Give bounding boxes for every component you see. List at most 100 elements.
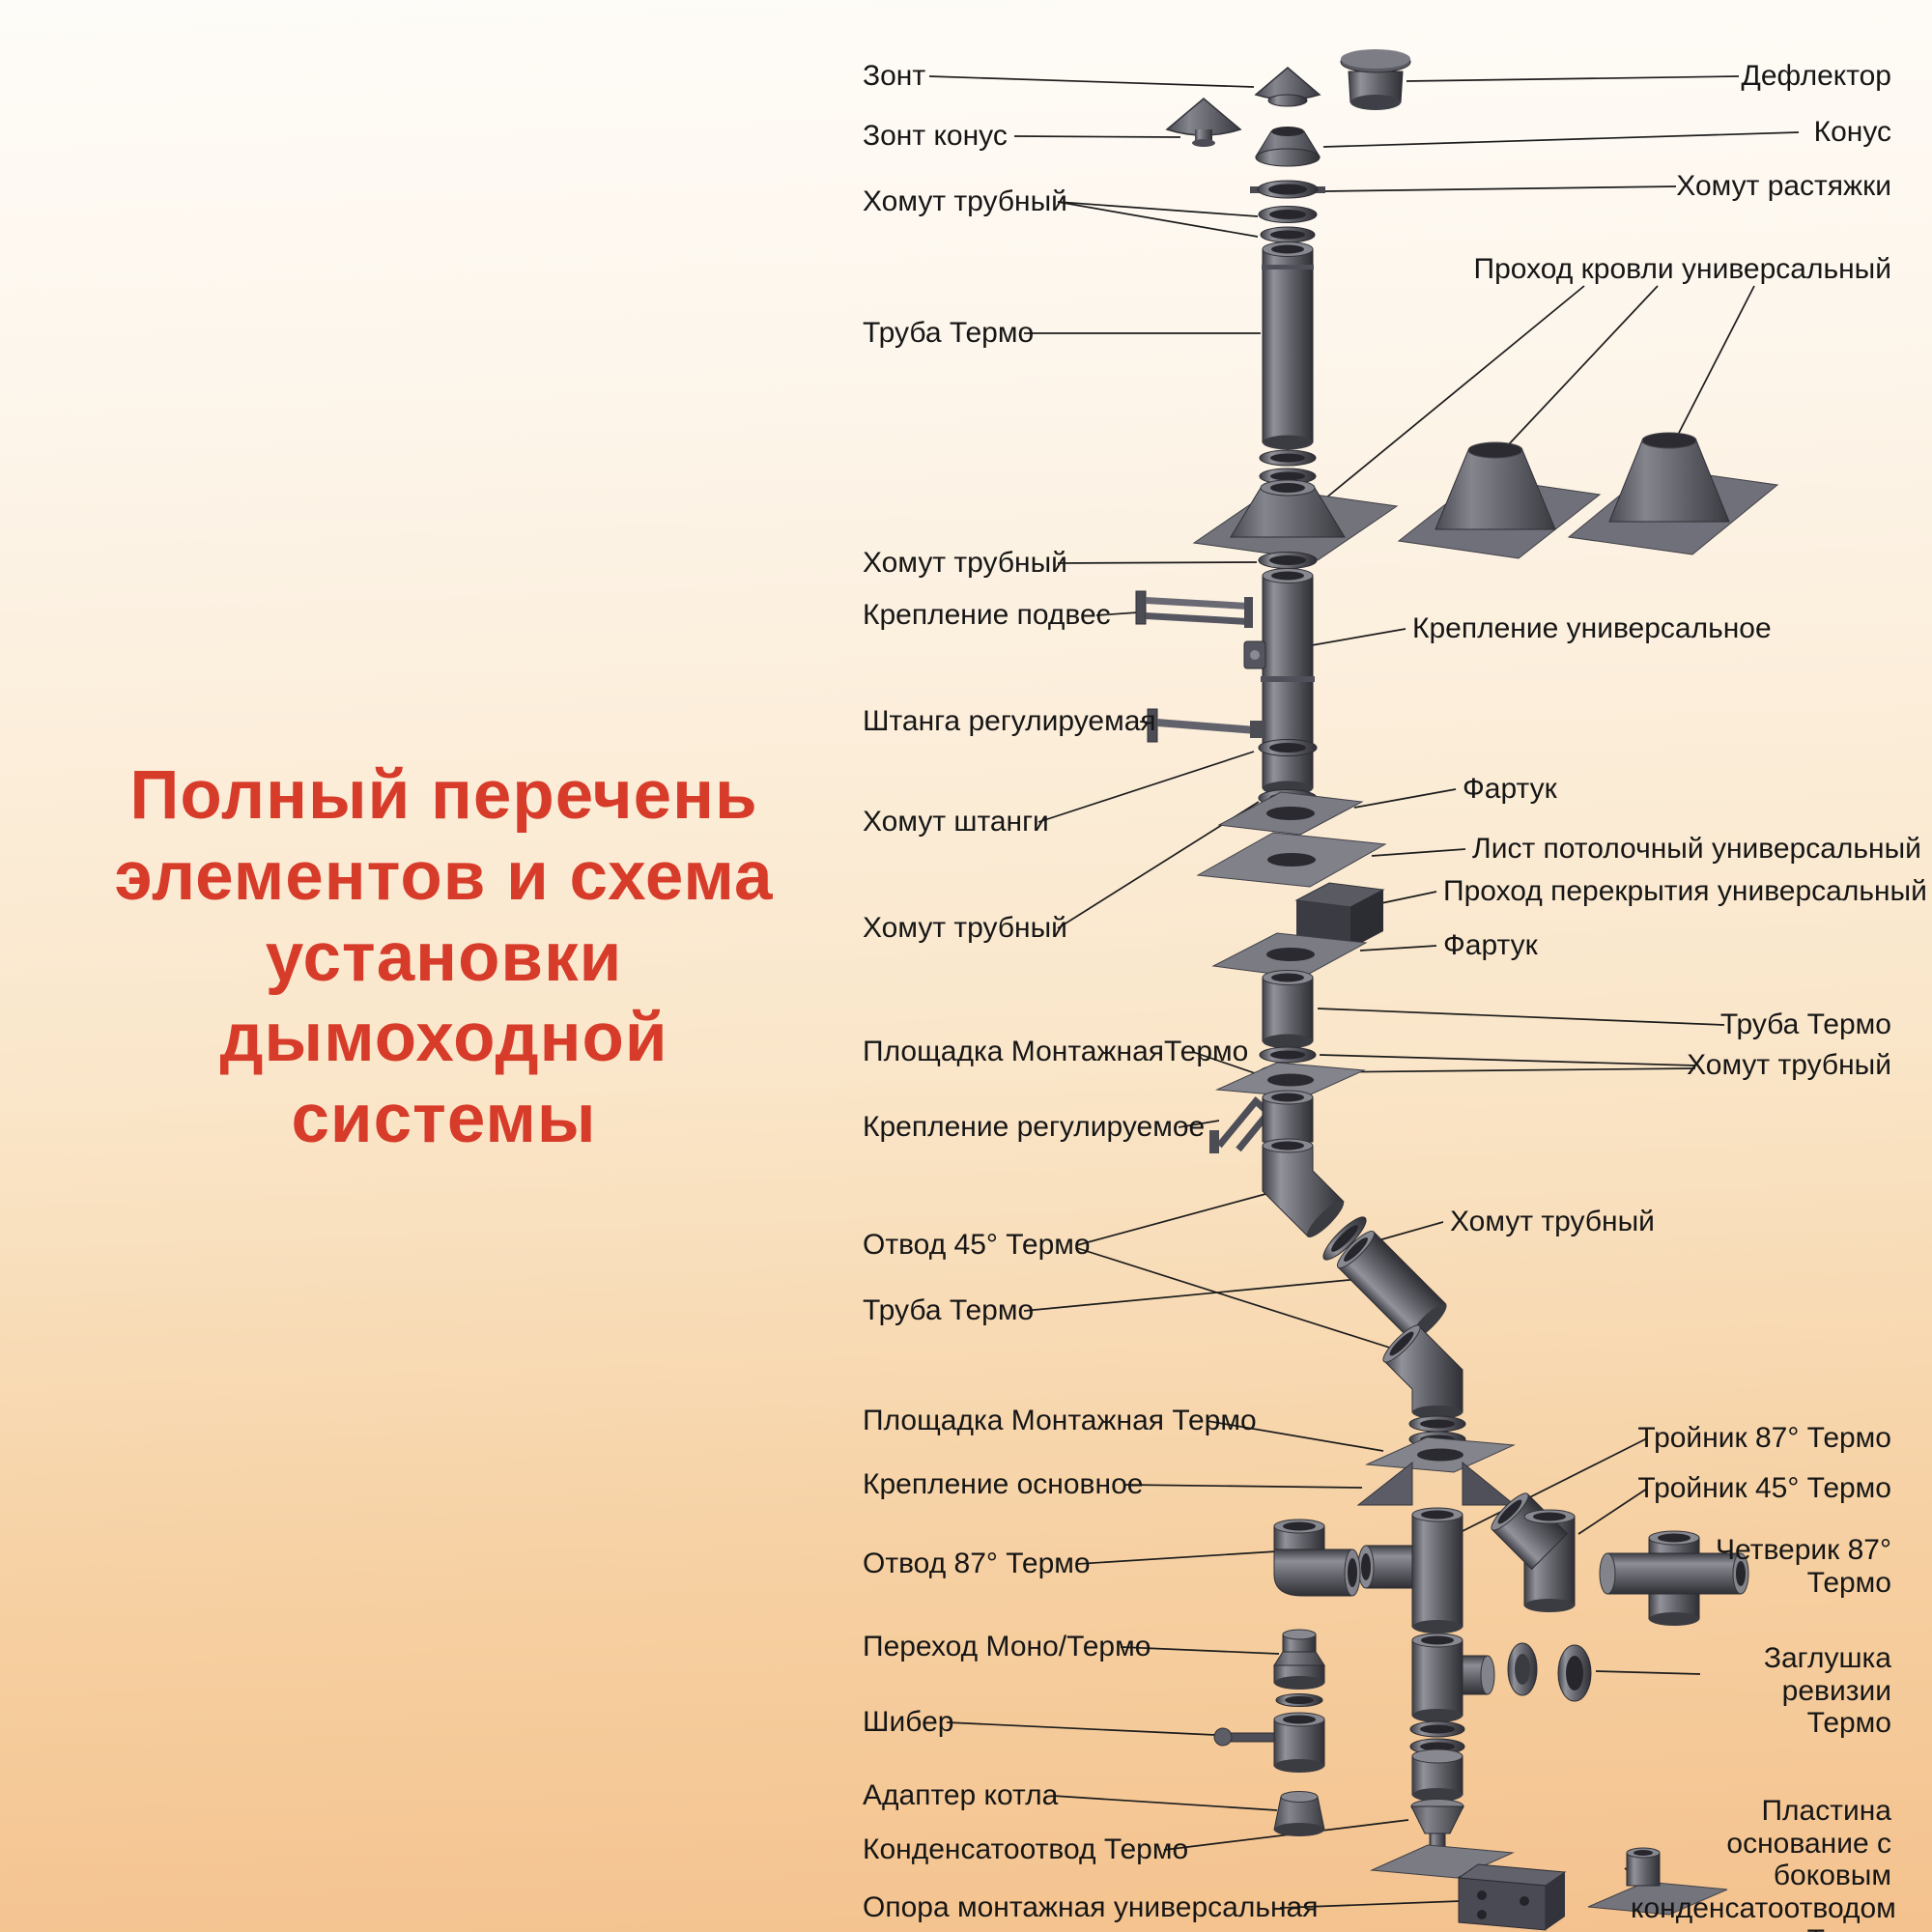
part-zont-konus bbox=[1165, 98, 1242, 147]
leader-line bbox=[1371, 848, 1466, 857]
label-truba-termo-r: Труба Термо bbox=[1719, 1009, 1891, 1040]
leader-line bbox=[1353, 788, 1457, 809]
label-troynik-45: Тройник 45° Термо bbox=[1637, 1472, 1891, 1504]
label-truba-termo-2: Труба Термо bbox=[863, 1294, 1035, 1326]
label-list-potolochny: Лист потолочный универсальный bbox=[1472, 833, 1921, 865]
part-truba-termo-45 bbox=[1336, 1230, 1447, 1341]
label-kreplenie-osnovnoe: Крепление основное bbox=[863, 1468, 1144, 1500]
label-deflektor: Дефлектор bbox=[1741, 60, 1891, 92]
leader-line bbox=[1023, 1276, 1380, 1312]
label-opora: Опора монтажная универсальная bbox=[863, 1891, 1319, 1923]
label-zont: Зонт bbox=[863, 60, 926, 92]
label-troynik-87: Тройник 87° Термо bbox=[1637, 1422, 1891, 1454]
part-khomut-trubny-4 bbox=[1259, 1046, 1317, 1064]
label-otvod-87: Отвод 87° Термо bbox=[863, 1548, 1091, 1579]
leader-line bbox=[1192, 1051, 1259, 1075]
title-line: установки bbox=[265, 919, 623, 996]
part-otvod-87 bbox=[1273, 1519, 1361, 1597]
part-khomut-rastyazhki bbox=[1250, 180, 1325, 199]
label-kreplenie-regulir: Крепление регулируемое bbox=[863, 1111, 1206, 1143]
leader-line bbox=[1577, 1488, 1648, 1535]
label-prokhod-krovli: Проход кровли универсальный bbox=[1473, 253, 1891, 285]
part-prokhod-krovli-3 bbox=[1567, 432, 1779, 555]
part-kreplenie-osnovnoe bbox=[1356, 1461, 1517, 1506]
part-ring-b bbox=[1259, 449, 1317, 467]
label-fartuk-2: Фартук bbox=[1443, 929, 1538, 961]
leader-line bbox=[1460, 1437, 1648, 1533]
leader-line bbox=[1279, 1900, 1462, 1909]
part-troynik-87 bbox=[1357, 1507, 1463, 1634]
leader-line bbox=[1057, 201, 1259, 238]
leader-line bbox=[1322, 131, 1800, 148]
part-plastina-b bbox=[1370, 1844, 1515, 1879]
part-shiber bbox=[1213, 1712, 1325, 1773]
part-adapter-kotla bbox=[1273, 1791, 1325, 1836]
part-zaglushka-revizii bbox=[1507, 1642, 1592, 1702]
leader-line bbox=[1120, 1646, 1280, 1655]
part-troynik-45 bbox=[1491, 1492, 1576, 1612]
part-prokhod-krovli-1 bbox=[1192, 479, 1399, 561]
part-truba-stub bbox=[1262, 1090, 1314, 1143]
part-fartuk-1 bbox=[1217, 791, 1364, 836]
title-line: системы bbox=[291, 1081, 597, 1158]
leader-line bbox=[1095, 611, 1139, 616]
leader-line bbox=[1207, 1420, 1384, 1452]
part-zont bbox=[1254, 67, 1321, 107]
label-zont-konus: Зонт конус bbox=[863, 120, 1008, 152]
label-chetverik: Четверик 87° Термо bbox=[1716, 1534, 1891, 1599]
leader-line bbox=[1359, 945, 1437, 952]
label-kondensatootvod: Конденсатоотвод Термо bbox=[863, 1833, 1189, 1865]
title-line: элементов и схема bbox=[114, 838, 774, 915]
part-truba-b bbox=[1411, 1748, 1463, 1802]
label-ploshchadka-2: Площадка Монтажная Термо bbox=[863, 1405, 1257, 1436]
leader-line bbox=[1324, 285, 1585, 499]
leader-line bbox=[1124, 1484, 1363, 1489]
leader-line bbox=[1178, 1120, 1220, 1128]
part-list-potolochny bbox=[1196, 832, 1387, 888]
leader-line bbox=[1676, 285, 1755, 438]
leader-line bbox=[1076, 1247, 1400, 1351]
part-revizia-tee bbox=[1411, 1633, 1495, 1722]
leader-line bbox=[1317, 1008, 1725, 1026]
part-chetverik-87 bbox=[1599, 1530, 1749, 1626]
part-opora-montazhnaya bbox=[1457, 1863, 1567, 1931]
title-line: Полный перечень bbox=[129, 757, 758, 834]
leader-line bbox=[1013, 135, 1181, 138]
leader-lines bbox=[928, 75, 1800, 1909]
label-khomut-trubny-3: Хомут трубный bbox=[863, 912, 1067, 944]
label-zaglushka: Заглушка ревизии Термо bbox=[1763, 1642, 1891, 1740]
part-ring-e bbox=[1409, 1720, 1465, 1738]
part-ploshchadka-montazhnaya-2 bbox=[1365, 1436, 1516, 1473]
label-prokhod-perekr: Проход перекрытия универсальный bbox=[1443, 875, 1927, 907]
label-adapter-kotla: Адаптер котла bbox=[863, 1779, 1059, 1811]
leader-line bbox=[1037, 751, 1255, 823]
part-perekhod-mono-termo bbox=[1273, 1629, 1325, 1690]
leader-line bbox=[1057, 201, 1259, 217]
leader-line bbox=[1380, 891, 1437, 904]
part-shtanga-reguliruemaya bbox=[1147, 708, 1265, 743]
part-truba-termo-3 bbox=[1262, 970, 1314, 1049]
part-konus bbox=[1255, 127, 1321, 167]
label-otvod-45: Отвод 45° Термо bbox=[863, 1229, 1091, 1261]
part-khomut-trubny-1 bbox=[1258, 206, 1318, 223]
leader-line bbox=[1406, 75, 1740, 82]
part-khomut-trubny-7 bbox=[1408, 1415, 1466, 1433]
label-kreplenie-podves: Крепление подвес bbox=[863, 599, 1111, 631]
label-shiber: Шибер bbox=[863, 1706, 954, 1738]
leader-line bbox=[1076, 1550, 1278, 1565]
leader-line bbox=[1595, 1670, 1701, 1675]
label-khomut-trubny-r1: Хомут трубный bbox=[1687, 1049, 1891, 1081]
label-shtanga: Штанга регулируемая bbox=[863, 705, 1156, 737]
leader-line bbox=[1052, 1795, 1278, 1811]
leader-line bbox=[1057, 561, 1258, 564]
title-line: дымоходной bbox=[219, 1000, 668, 1077]
label-khomut-rastyazhki: Хомут растяжки bbox=[1676, 170, 1891, 202]
label-fartuk-1: Фартук bbox=[1463, 773, 1557, 805]
part-khomut-trubny-6 bbox=[1322, 1216, 1367, 1261]
label-khomut-trubny-r2: Хомут трубный bbox=[1450, 1206, 1655, 1237]
label-khomut-trubny-2: Хомут трубный bbox=[863, 547, 1067, 579]
part-truba-termo-1 bbox=[1262, 242, 1314, 450]
part-ring-a bbox=[1260, 226, 1316, 243]
part-kreplenie-universalnoe bbox=[1243, 640, 1266, 669]
